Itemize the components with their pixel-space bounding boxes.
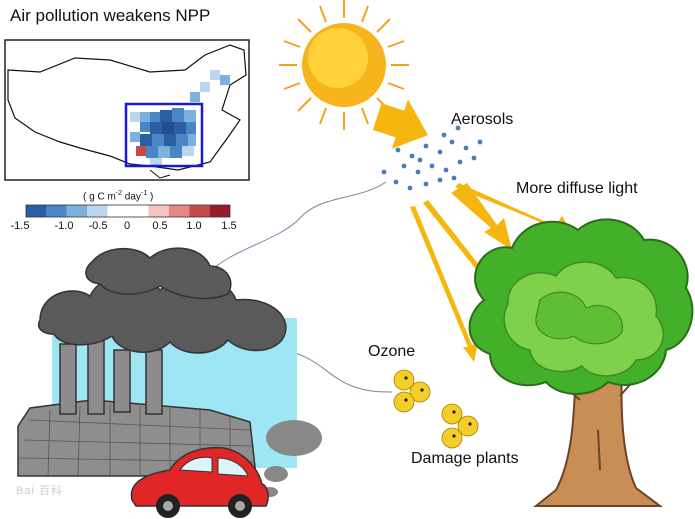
diffuse-light-label: More diffuse light: [516, 180, 638, 197]
car-icon: [130, 446, 269, 518]
watermark: Bai 百科: [16, 485, 63, 497]
colorbar-tick-label: -1.5: [10, 220, 30, 232]
sunlight-arrow: [372, 99, 428, 149]
colorbar-swatch: [148, 205, 169, 217]
colorbar-swatch: [189, 205, 210, 217]
colorbar-tick-label: 0.5: [152, 220, 168, 232]
aerosol-particles: [381, 125, 483, 191]
diagram-title: Air pollution weakens NPP: [10, 6, 211, 25]
colorbar-tick-label: 1.5: [221, 220, 237, 232]
colorbar-tick-label: -0.5: [88, 220, 108, 232]
colorbar-swatch: [168, 205, 190, 217]
china-npp-map: [4, 39, 250, 181]
colorbar-swatch: [66, 205, 88, 217]
colorbar-tick-label: 0: [123, 220, 131, 232]
unit-mid: day: [124, 191, 141, 203]
colorbar-swatch: [107, 205, 128, 217]
colorbar-swatch: [87, 205, 108, 217]
unit-exponent-2: -1: [140, 190, 148, 197]
tree-icon: [468, 218, 694, 507]
unit-suffix: ): [149, 191, 154, 203]
npp-colorbar: [25, 204, 231, 218]
colorbar-swatch: [26, 205, 47, 217]
colorbar-border: [25, 204, 231, 218]
unit-exponent-1: -2: [115, 190, 123, 197]
sun-icon: [279, 0, 409, 130]
aerosols-label: Aerosols: [451, 111, 514, 128]
colorbar-swatch: [46, 205, 67, 217]
colorbar-tick-label: -1.0: [54, 220, 74, 232]
colorbar-tick-label: 1.0: [186, 220, 202, 232]
unit-prefix: ( g C m: [83, 191, 116, 203]
damage-plants-label: Damage plants: [411, 450, 519, 467]
ozone-label: Ozone: [368, 343, 416, 360]
smoke-to-aerosol-line: [209, 181, 387, 273]
colorbar-swatch: [128, 205, 149, 217]
ozone-molecules: [393, 369, 479, 449]
colorbar-unit: ( g C m-2 day-1 ): [83, 190, 153, 202]
factory-icon: [17, 247, 297, 477]
smoke-to-ozone-line: [291, 351, 393, 393]
colorbar-swatch: [209, 205, 230, 217]
